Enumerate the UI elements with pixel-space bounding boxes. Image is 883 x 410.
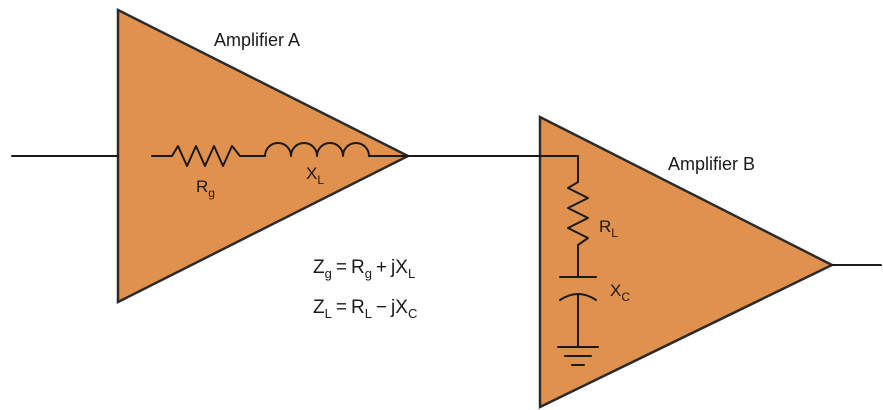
inductor-xl-label: XL	[306, 164, 325, 187]
resistor-rg-zigzag	[171, 145, 241, 167]
equation-zl: ZL=RL−jXC	[313, 297, 418, 321]
resistor-rl-label: RL	[599, 217, 618, 240]
amplifier-b-title: Amplifier B	[668, 154, 756, 174]
amplifier-a-title: Amplifier A	[214, 30, 301, 50]
amplifier-b-triangle	[538, 114, 835, 409]
resistor-rg-label: Rg	[196, 177, 215, 200]
inductor-xl-coil	[264, 142, 370, 157]
capacitor-xc-label: XC	[610, 281, 631, 304]
equation-zg: Zg=Rg+jXL	[313, 257, 416, 281]
resistor-rl-zigzag	[567, 181, 589, 246]
